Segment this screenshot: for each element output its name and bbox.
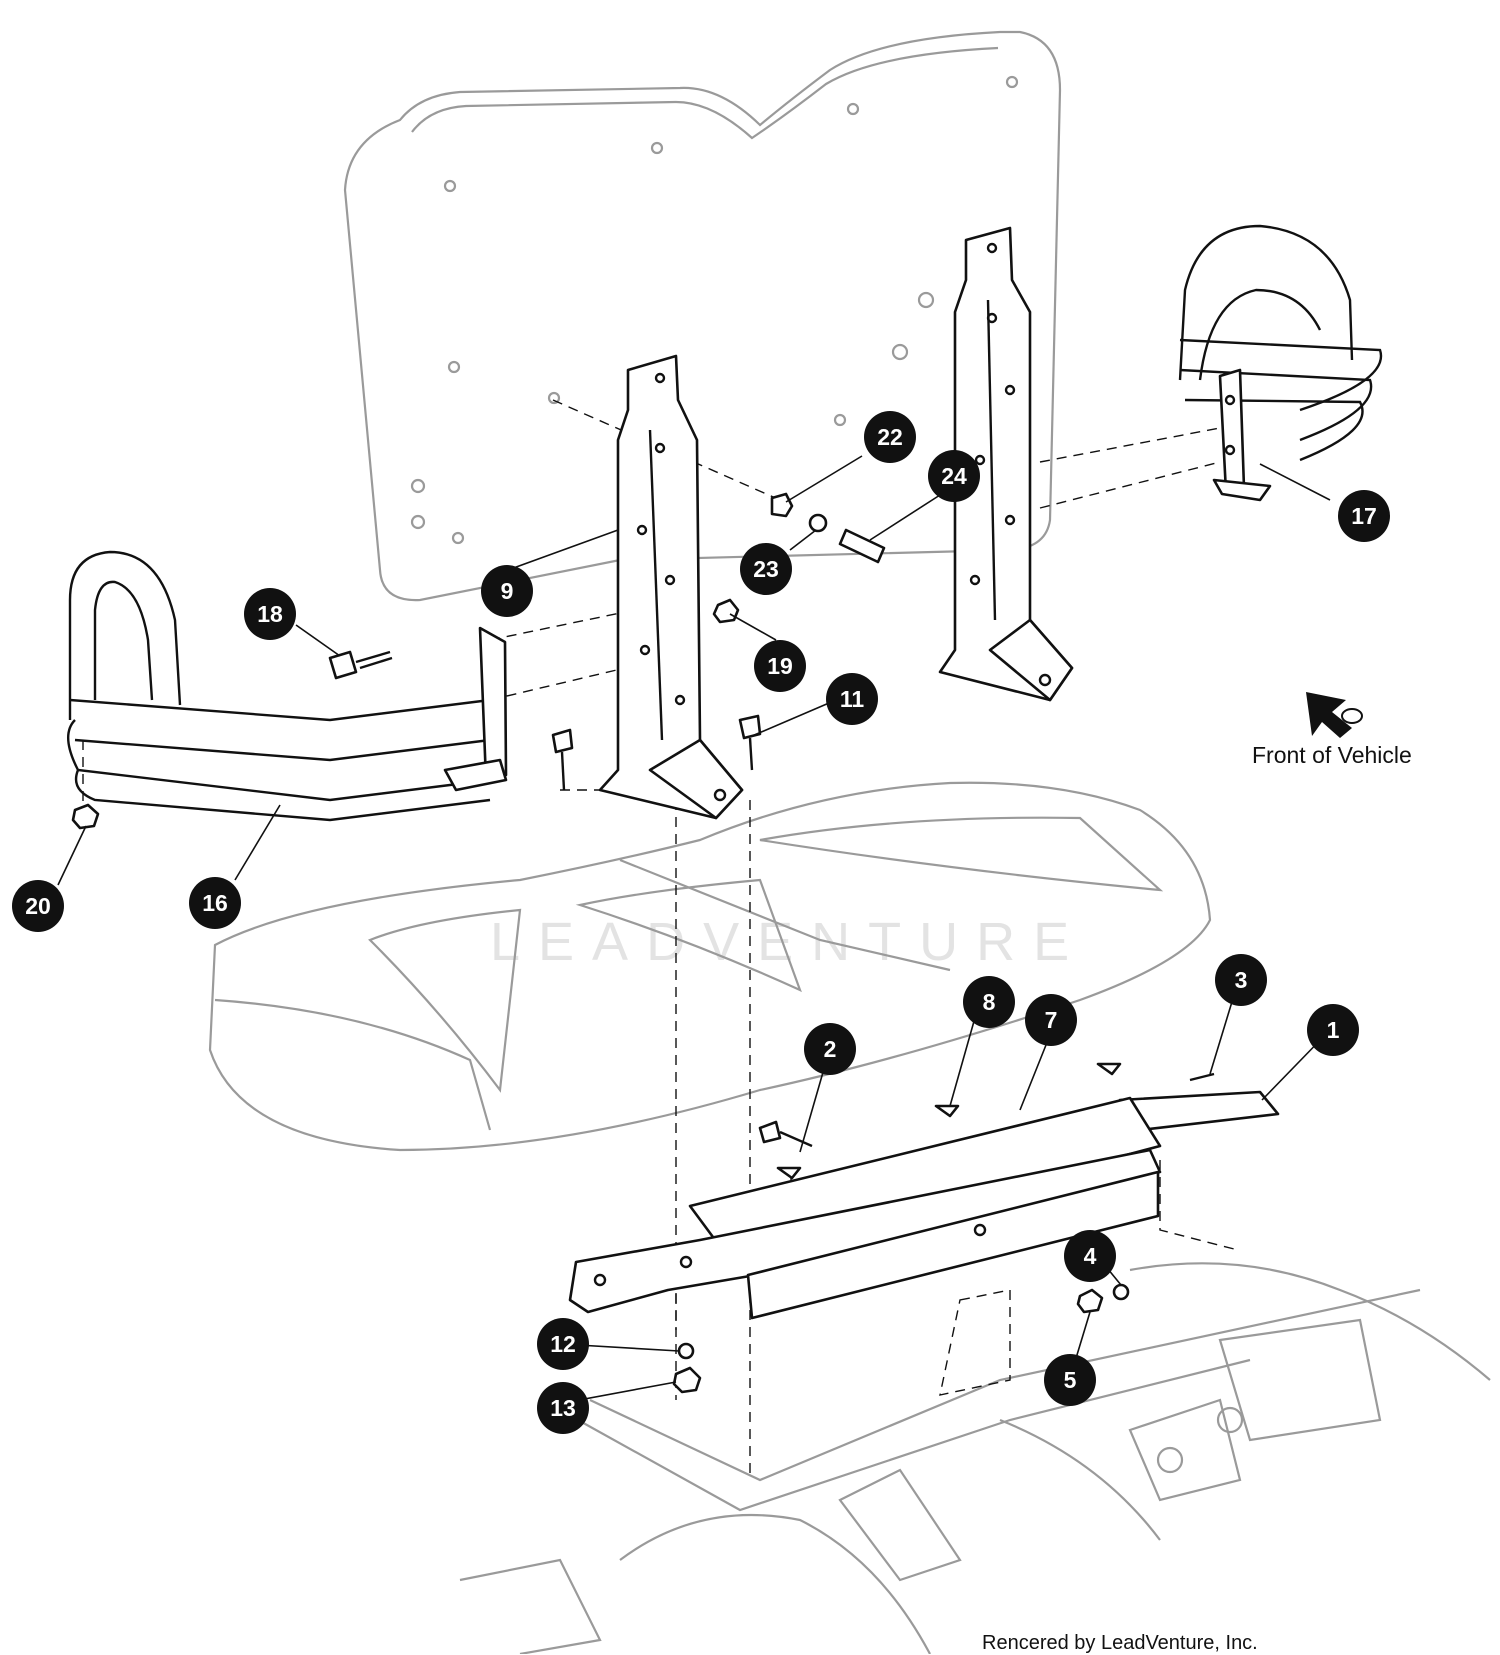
svg-text:3: 3 <box>1235 967 1248 993</box>
seat-back-cushion <box>343 30 1062 602</box>
callout-3: 3 <box>1215 954 1267 1006</box>
render-credit: Rencered by LeadVenture, Inc. <box>982 1632 1258 1654</box>
svg-text:22: 22 <box>877 424 903 450</box>
alignment-lines <box>82 399 1239 1480</box>
svg-text:11: 11 <box>840 686 865 712</box>
callout-2: 2 <box>804 1023 856 1075</box>
vehicle-frame <box>459 1262 1491 1654</box>
callout-4: 4 <box>1064 1230 1116 1282</box>
callout-19: 19 <box>754 640 806 692</box>
seat-bottom-cushion <box>208 781 1212 1152</box>
callout-12: 12 <box>537 1318 589 1370</box>
svg-text:7: 7 <box>1045 1007 1058 1033</box>
svg-text:5: 5 <box>1064 1367 1077 1393</box>
callout-22: 22 <box>864 411 916 463</box>
callout-7: 7 <box>1025 994 1077 1046</box>
callout-20: 20 <box>12 880 64 932</box>
callout-23: 23 <box>740 543 792 595</box>
svg-text:9: 9 <box>501 578 514 604</box>
svg-text:16: 16 <box>202 890 228 916</box>
callout-17: 17 <box>1338 490 1390 542</box>
seat-mount-plates <box>568 1090 1280 1320</box>
callout-5: 5 <box>1044 1354 1096 1406</box>
svg-text:1: 1 <box>1327 1017 1340 1043</box>
svg-text:2: 2 <box>824 1036 837 1062</box>
svg-text:23: 23 <box>753 556 779 582</box>
watermark-text: LEADVENTURE <box>490 912 1087 972</box>
callout-1: 1 <box>1307 1004 1359 1056</box>
right-seat-back-bracket <box>938 226 1074 702</box>
svg-text:4: 4 <box>1084 1243 1097 1269</box>
svg-text:19: 19 <box>767 653 793 679</box>
left-seat-back-bracket <box>598 354 744 820</box>
front-of-vehicle-label: Front of Vehicle <box>1252 742 1412 768</box>
svg-text:20: 20 <box>25 893 51 919</box>
right-armrest <box>1178 224 1383 502</box>
svg-text:12: 12 <box>550 1331 576 1357</box>
callout-11: 11 <box>826 673 878 725</box>
svg-text:13: 13 <box>550 1395 576 1421</box>
svg-text:17: 17 <box>1351 503 1377 529</box>
svg-text:8: 8 <box>983 989 996 1015</box>
front-direction-arrow-icon <box>1306 692 1352 738</box>
callout-24: 24 <box>928 450 980 502</box>
hardware <box>71 492 1363 1394</box>
callout-9: 9 <box>481 565 533 617</box>
callout-13: 13 <box>537 1382 589 1434</box>
svg-text:18: 18 <box>257 601 283 627</box>
svg-text:24: 24 <box>941 463 967 489</box>
callout-18: 18 <box>244 588 296 640</box>
left-armrest <box>67 550 508 822</box>
callout-8: 8 <box>963 976 1015 1028</box>
callout-16: 16 <box>189 877 241 929</box>
